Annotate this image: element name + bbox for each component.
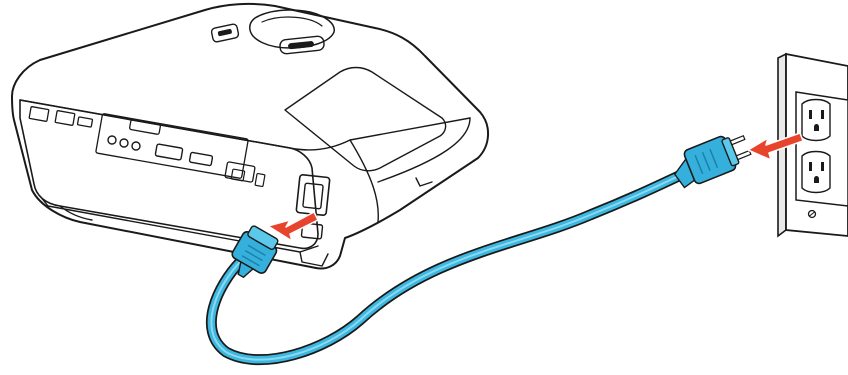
handle-tab (129, 119, 161, 135)
outlet-screw-slot (809, 211, 815, 217)
projector-foot (299, 251, 329, 267)
projector-base (39, 195, 319, 253)
outlet-receptacle-bottom (801, 150, 831, 194)
projector-body (11, 2, 489, 270)
plug-prong-1 (729, 134, 746, 146)
wall-outlet (777, 52, 848, 238)
outlet-ground-top (814, 124, 819, 131)
outlet-slot-bottom-right (821, 162, 824, 171)
wall-plug-grip (694, 148, 719, 175)
top-control-slot (217, 28, 232, 37)
arrow-left-icon (747, 132, 804, 161)
wall-plug (673, 134, 752, 189)
outlet-slot-top-left (809, 110, 812, 119)
trigger-port (224, 161, 256, 183)
lens-shift-dial-slot (288, 41, 314, 50)
outlet-receptacle-top (801, 98, 831, 142)
ir-port (254, 172, 266, 188)
lan-port (230, 168, 246, 182)
unplug-arrow-outlet (747, 132, 804, 161)
audio-jack-3 (131, 141, 141, 151)
outlet-slot-bottom-left (809, 162, 812, 171)
power-switch (300, 222, 324, 240)
projector (11, 2, 489, 270)
hdmi-port-1 (28, 106, 50, 122)
top-control-button (210, 23, 240, 43)
arrow-left-icon (267, 211, 319, 242)
vga-port (154, 143, 184, 161)
iec-strain-relief (237, 260, 255, 279)
lens-shift-dial (279, 35, 325, 55)
cable-highlight (210, 165, 701, 361)
lens-housing (249, 9, 335, 49)
outlet-ground-bottom (814, 176, 819, 183)
usb-port (76, 116, 94, 128)
port-panel (95, 113, 249, 179)
iec-connector-grip (241, 244, 266, 267)
lens-ring (261, 16, 323, 27)
projector-side-panel (349, 117, 471, 223)
rear-ports (28, 106, 266, 188)
top-vent (284, 66, 447, 172)
projector-top-edge (19, 99, 471, 151)
power-cable (205, 160, 706, 366)
projector-rear-panel (19, 99, 319, 250)
ac-inlet (295, 174, 331, 240)
projector-foot-right (415, 177, 433, 187)
hdmi-port-2 (54, 110, 76, 126)
plug-prong-2 (735, 149, 752, 161)
serial-port (188, 151, 214, 167)
iec-connector (231, 225, 279, 279)
ac-inlet-socket (302, 182, 324, 210)
iec-connector-face (247, 225, 279, 251)
audio-jack-1 (107, 135, 117, 145)
unplug-arrow-projector (267, 211, 319, 242)
wall-plug-face (721, 137, 740, 167)
audio-jack-2 (119, 138, 129, 148)
outlet-slot-top-right (821, 110, 824, 119)
